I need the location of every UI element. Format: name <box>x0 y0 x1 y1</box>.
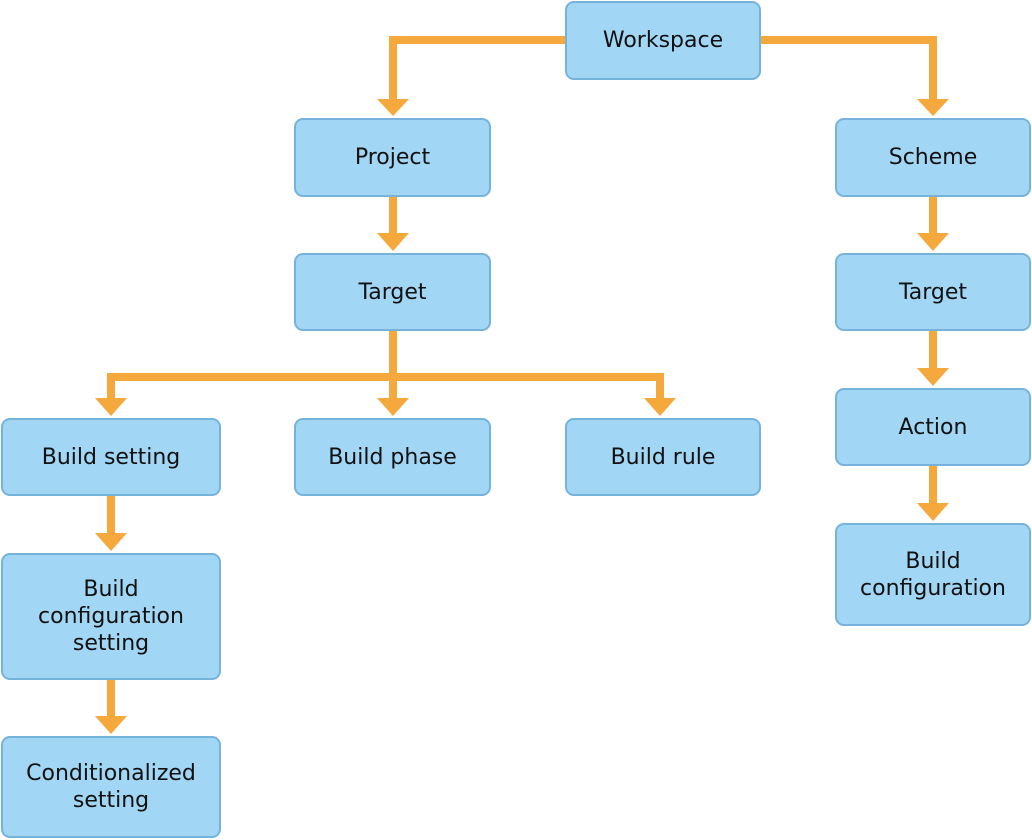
arrowhead-build-setting <box>95 398 127 416</box>
node-project: Project <box>294 118 491 197</box>
arrowhead-scheme <box>917 99 949 116</box>
connector-workspace-scheme <box>761 36 937 100</box>
arrowhead-project-target <box>377 233 409 251</box>
node-workspace: Workspace <box>565 1 761 80</box>
node-build-rule: Build rule <box>565 418 761 496</box>
connector-workspace-project <box>389 36 566 100</box>
arrowhead-conditionalized-setting <box>95 716 127 734</box>
arrowhead-project <box>377 99 409 116</box>
node-scheme: Scheme <box>835 118 1031 197</box>
arrowhead-build-configuration <box>917 503 949 521</box>
node-project-target: Target <box>294 253 491 331</box>
arrowhead-build-configuration-setting <box>95 533 127 551</box>
node-action: Action <box>835 388 1031 466</box>
arrowhead-scheme-target <box>917 233 949 251</box>
node-scheme-target: Target <box>835 253 1031 331</box>
node-conditionalized-setting: Conditionalized setting <box>1 736 221 838</box>
node-build-configuration-setting: Build configuration setting <box>1 553 221 680</box>
node-build-setting: Build setting <box>1 418 221 496</box>
arrowhead-build-rule <box>644 398 676 416</box>
node-build-configuration: Build configuration <box>835 523 1031 626</box>
node-build-phase: Build phase <box>294 418 491 496</box>
arrowhead-action <box>917 368 949 386</box>
arrowhead-build-phase <box>377 398 409 416</box>
